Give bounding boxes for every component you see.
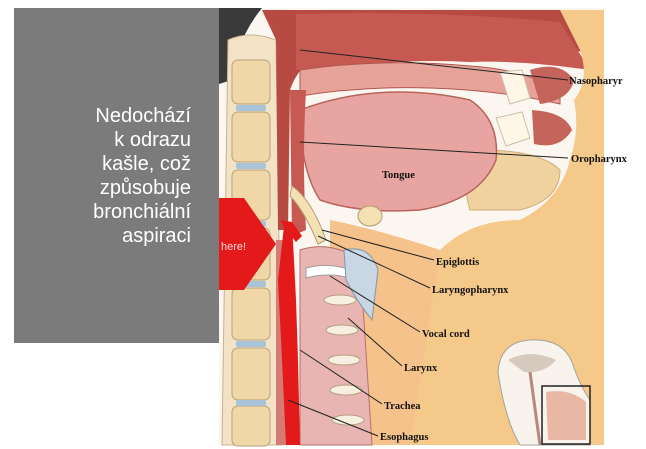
- label-oropharynx: Oropharynx: [571, 154, 628, 165]
- caption-text: Nedochází k odrazu kašle, což způsobuje …: [21, 104, 191, 248]
- label-epiglottis: Epiglottis: [436, 257, 479, 268]
- tongue: [300, 92, 496, 211]
- hyoid-bone: [358, 206, 382, 226]
- label-esophagus: Esophagus: [380, 432, 428, 443]
- label-laryngopharynx: Laryngopharynx: [432, 285, 509, 296]
- label-trachea: Trachea: [384, 401, 421, 412]
- label-nasopharynx: Nasopharyr: [569, 76, 623, 87]
- caption-box: Nedochází k odrazu kašle, což způsobuje …: [14, 8, 219, 343]
- label-larynx: Larynx: [404, 363, 438, 374]
- here-label: here!: [221, 241, 246, 253]
- label-tongue: Tongue: [382, 170, 415, 181]
- label-vocal-cord: Vocal cord: [422, 329, 470, 340]
